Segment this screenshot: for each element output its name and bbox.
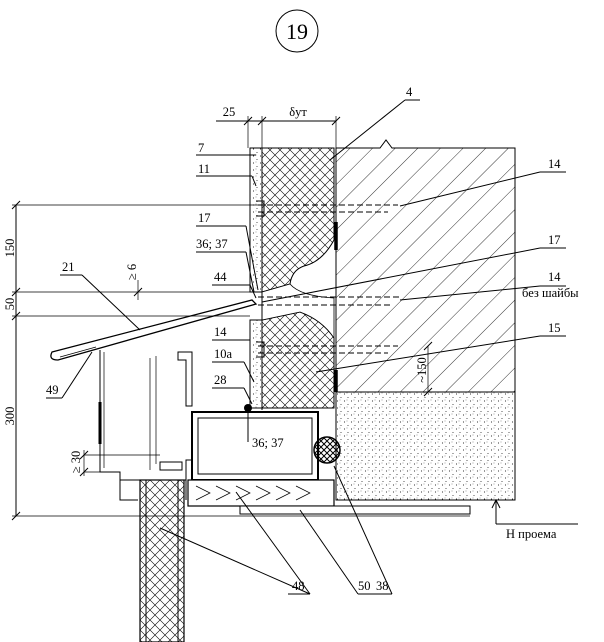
concrete-lintel: [335, 391, 516, 501]
callout-50: 50: [358, 579, 371, 593]
callout-labels: 25 δут 4 7 11 14 17 17 36; 37 21 44 14 б…: [3, 85, 579, 593]
callout-14-top: 14: [548, 157, 561, 171]
sheet-number-badge: 19: [275, 9, 319, 53]
callout-48: 48: [292, 579, 305, 593]
callout-49: 49: [46, 383, 59, 397]
callout-14-mid: 14: [548, 270, 561, 284]
dimension-lines: [11, 116, 578, 525]
callout-21: 21: [62, 260, 75, 274]
round-seal: [313, 436, 341, 464]
callout-4: 4: [406, 85, 413, 99]
callout-10a: 10а: [214, 347, 233, 361]
dim-min-6: ≥ 6: [125, 264, 139, 280]
dim-insulation-thickness: δут: [289, 105, 307, 119]
callout-28: 28: [214, 373, 227, 387]
callout-17-right: 17: [548, 233, 561, 247]
callout-11: 11: [198, 162, 210, 176]
sash-panel: [139, 479, 185, 642]
sloped-flashing: [50, 299, 258, 361]
leader-lines: [46, 99, 566, 595]
sheet-number: 19: [286, 19, 308, 44]
callout-38: 38: [376, 579, 389, 593]
dim-300: 300: [3, 407, 17, 426]
callout-7: 7: [198, 141, 204, 155]
h-opening-label: Н проема: [506, 527, 557, 541]
dim-150: 150: [3, 239, 17, 258]
dim-min-30: ≥ 30: [69, 451, 83, 474]
callout-14-mid-note: без шайбы: [522, 286, 579, 300]
callout-36-37-bottom: 36; 37: [252, 436, 284, 450]
dim-approx-150: ~150: [415, 357, 429, 383]
callout-14-low: 14: [214, 325, 227, 339]
dim-25: 25: [223, 105, 236, 119]
anchor-dowels: [256, 200, 402, 358]
callout-36-37-top: 36; 37: [196, 237, 228, 251]
bottom-plate: [239, 505, 471, 515]
timber-board: [187, 479, 335, 507]
callout-15: 15: [548, 321, 561, 335]
callout-17-left: 17: [198, 211, 211, 225]
insulation-layer: [261, 147, 335, 409]
dim-50: 50: [3, 298, 17, 311]
callout-44: 44: [214, 270, 227, 284]
timber-subframe: [191, 404, 319, 481]
